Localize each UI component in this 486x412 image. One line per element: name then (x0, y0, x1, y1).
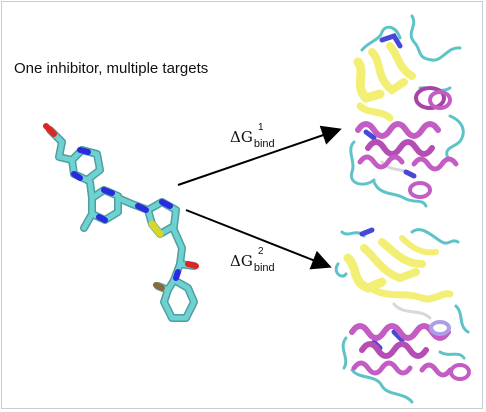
arrow-to-target-1 (177, 125, 342, 186)
binding-energy-label-1: ΔGbind 1 (230, 123, 275, 150)
arrow-to-target-2 (185, 209, 332, 270)
inhibitor-molecule (43, 123, 199, 322)
binding-energy-label-2: ΔGbind 2 (230, 247, 275, 274)
superscript-index: 2 (258, 246, 264, 257)
protein-target-1 (349, 14, 465, 208)
protein-target-2 (334, 227, 471, 404)
delta-g-symbol: ΔG (230, 128, 253, 146)
delta-g-symbol: ΔG (230, 252, 253, 270)
figure-title: One inhibitor, multiple targets (14, 60, 209, 77)
subscript-bind: bind (253, 138, 275, 150)
superscript-index: 1 (258, 122, 264, 133)
subscript-bind: bind (253, 262, 275, 274)
